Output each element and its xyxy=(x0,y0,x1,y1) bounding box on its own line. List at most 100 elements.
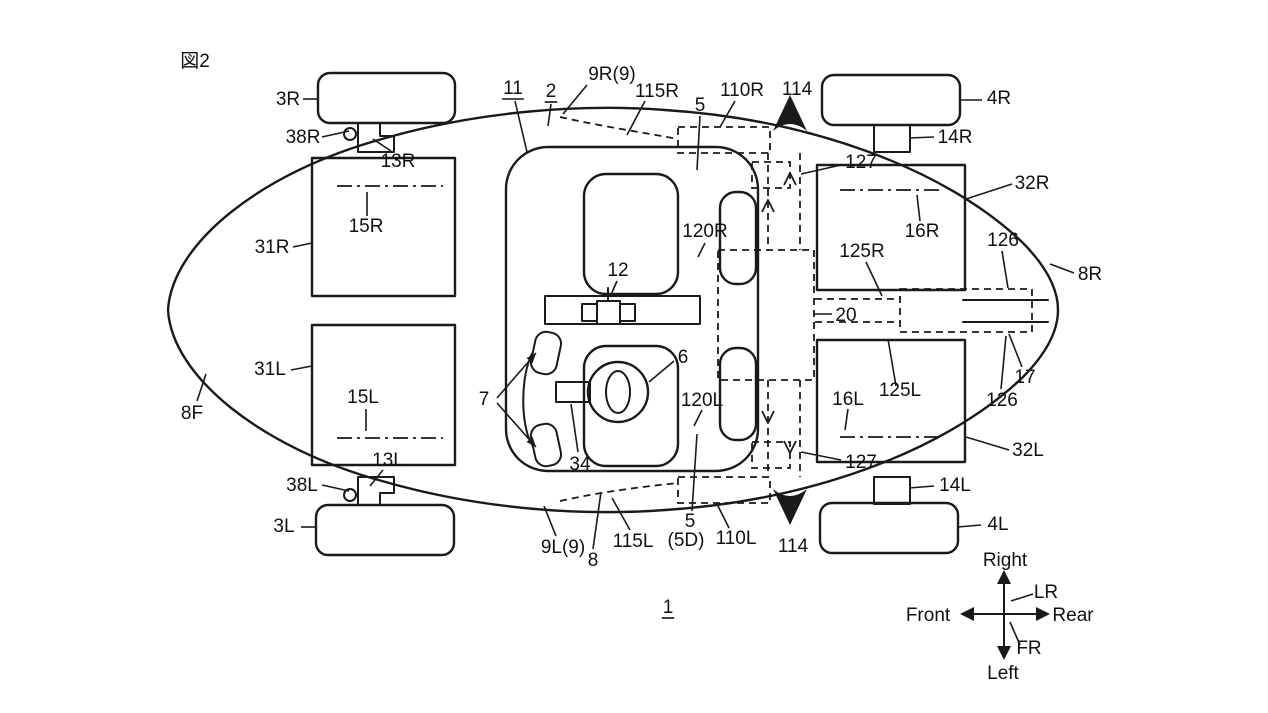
ref-17: 17 xyxy=(1014,367,1035,388)
rear-component-boxes xyxy=(815,163,1049,464)
leader-line xyxy=(543,505,557,537)
leader-line xyxy=(696,115,701,171)
pedal-lower xyxy=(529,422,563,468)
panel-tab-left xyxy=(581,303,598,322)
box-32R xyxy=(815,163,967,292)
cabin xyxy=(504,145,760,473)
ref-5-bottom: 5 xyxy=(685,511,696,532)
ref-31L: 31L xyxy=(254,359,286,380)
leader-line xyxy=(887,338,897,387)
leader-line xyxy=(290,365,313,371)
ref-4R: 4R xyxy=(987,88,1011,109)
leader-line xyxy=(697,242,706,258)
joint-38R xyxy=(343,127,357,141)
compass-arrow-down xyxy=(997,646,1011,660)
leader-line xyxy=(514,100,528,153)
leader-line xyxy=(321,130,350,138)
figure-caption: 図2 xyxy=(180,51,210,72)
panel-tab-right xyxy=(619,303,636,322)
ref-6: 6 xyxy=(678,347,689,368)
ref-32L: 32L xyxy=(1012,440,1044,461)
wheel-3R xyxy=(316,71,457,125)
leader-line xyxy=(800,164,842,175)
leader-line xyxy=(1001,250,1009,289)
ref-125L: 125L xyxy=(879,380,921,401)
ref-9L9: 9L(9) xyxy=(541,537,585,558)
box-32L xyxy=(815,338,967,464)
wheel-4R xyxy=(820,73,962,127)
flow-arrow-up-2 xyxy=(783,172,797,186)
compass-axis-fr: FR xyxy=(1016,638,1041,659)
leader-line xyxy=(626,100,646,136)
ref-32R: 32R xyxy=(1015,173,1050,194)
ref-34: 34 xyxy=(569,454,591,475)
ref-5-top: 5 xyxy=(695,95,706,116)
box-31R xyxy=(310,156,457,298)
unit-12 xyxy=(596,300,621,325)
mount-14L xyxy=(873,476,911,505)
ref-1: 1 xyxy=(663,597,674,618)
leader-line xyxy=(1010,593,1034,602)
leader-line xyxy=(719,100,736,128)
leader-arrowheads xyxy=(526,353,536,447)
ref-115L: 115L xyxy=(613,531,654,552)
ref-15R: 15R xyxy=(349,216,384,237)
ref-120R: 120R xyxy=(682,221,727,242)
leader-lines xyxy=(196,84,1075,646)
arrowhead-7-lower xyxy=(526,436,536,447)
leader-line xyxy=(372,138,392,152)
leader-line xyxy=(965,183,1013,200)
ref-38R: 38R xyxy=(286,127,321,148)
steering-hub xyxy=(605,370,631,414)
wheel-4L xyxy=(818,501,960,555)
ref-8R: 8R xyxy=(1078,264,1102,285)
ref-14L: 14L xyxy=(939,475,971,496)
ref-3L: 3L xyxy=(273,516,294,537)
leader-line xyxy=(716,503,730,529)
box-31L xyxy=(310,323,457,467)
ref-13R: 13R xyxy=(381,151,416,172)
flow-arrow-down-2 xyxy=(783,440,797,454)
ref-8: 8 xyxy=(588,550,599,571)
ref-126-top: 126 xyxy=(987,230,1019,251)
ref-110L: 110L xyxy=(716,528,757,549)
duct-110R xyxy=(677,126,771,154)
compass-arrow-right xyxy=(1036,607,1050,621)
leader-line xyxy=(1049,263,1075,274)
unit-126-box xyxy=(899,288,1033,333)
ref-12: 12 xyxy=(607,260,628,281)
compass-axis-lr: LR xyxy=(1034,582,1058,603)
leader-line xyxy=(844,408,849,431)
pedal-upper xyxy=(529,330,563,376)
ref-2: 2 xyxy=(546,81,557,102)
front-component-boxes xyxy=(310,156,457,467)
leader-line xyxy=(908,485,935,489)
seat-back-120R xyxy=(718,190,758,286)
compass-arrow-up xyxy=(997,570,1011,584)
mount-14R xyxy=(873,124,911,153)
compass-arrow-left xyxy=(960,607,974,621)
ref-11: 11 xyxy=(503,78,523,99)
leader-line xyxy=(196,373,207,402)
ref-115R: 115R xyxy=(635,81,679,102)
ref-31R: 31R xyxy=(255,237,290,258)
leader-line xyxy=(1000,335,1007,390)
leader-line xyxy=(547,103,552,127)
knuckle-13R xyxy=(357,122,395,153)
steering-column-34 xyxy=(555,381,591,403)
leader-line xyxy=(693,409,703,427)
leader-line xyxy=(369,469,384,487)
leader-line xyxy=(292,242,313,248)
leader-line xyxy=(865,261,883,297)
compass-down-label: Left xyxy=(987,663,1019,684)
leader-line xyxy=(611,497,631,531)
ref-127-bottom: 127 xyxy=(845,452,877,473)
leader-line xyxy=(965,436,1010,451)
leader-line xyxy=(1008,333,1023,368)
leader-line xyxy=(1009,621,1021,646)
unit-127-bottom xyxy=(751,441,791,469)
leader-line xyxy=(957,524,982,528)
line-115L xyxy=(559,482,679,502)
